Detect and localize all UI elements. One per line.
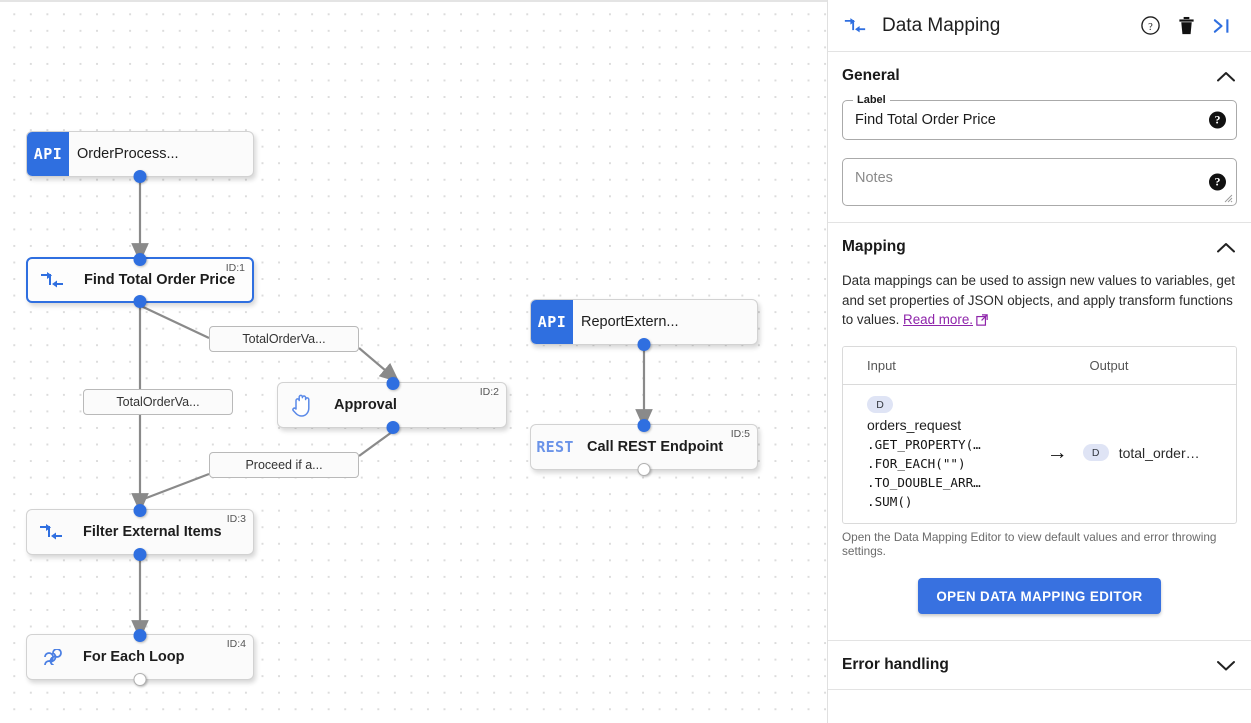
divider bbox=[828, 222, 1251, 223]
notes-placeholder: Notes bbox=[855, 170, 893, 186]
external-link-icon[interactable] bbox=[976, 312, 988, 332]
node-title: Find Total Order Price bbox=[84, 272, 236, 288]
data-mapping-icon bbox=[842, 18, 868, 33]
canvas-top-divider bbox=[0, 0, 827, 2]
data-mapping-icon bbox=[28, 259, 76, 301]
edge-label-proceed-if[interactable]: Proceed if a... bbox=[209, 452, 359, 478]
api-badge-icon: API bbox=[27, 132, 69, 176]
mapping-output-cell: D total_order… bbox=[1082, 395, 1236, 512]
help-circle-icon[interactable]: ? bbox=[1135, 11, 1165, 41]
node-port-bottom[interactable] bbox=[133, 294, 147, 308]
node-title: OrderProcess... bbox=[77, 146, 179, 162]
node-port-top[interactable] bbox=[133, 252, 147, 266]
mapping-arrow-icon: → bbox=[1046, 440, 1068, 464]
hand-approval-icon bbox=[278, 383, 326, 427]
section-error-handling-title: Error handling bbox=[842, 656, 949, 673]
svg-text:?: ? bbox=[1148, 22, 1153, 33]
section-mapping-title: Mapping bbox=[842, 238, 906, 255]
workflow-canvas[interactable]: API OrderProcess... Find Total Order Pri… bbox=[0, 0, 828, 723]
node-id-label: ID:2 bbox=[479, 386, 499, 398]
open-data-mapping-editor-button[interactable]: OPEN DATA MAPPING EDITOR bbox=[918, 578, 1161, 614]
column-header-input: Input bbox=[867, 357, 896, 373]
section-general-header[interactable]: General bbox=[828, 52, 1251, 100]
read-more-link[interactable]: Read more. bbox=[903, 312, 974, 327]
node-call-rest-endpoint[interactable]: REST Call REST Endpoint ID:5 bbox=[530, 418, 758, 476]
node-port-bottom[interactable] bbox=[637, 337, 651, 351]
node-id-label: ID:4 bbox=[226, 638, 246, 650]
input-transform-chain: .GET_PROPERTY(… .FOR_EACH("") .TO_DOUBLE… bbox=[867, 437, 981, 509]
node-title: ReportExtern... bbox=[581, 314, 679, 330]
mapping-body: Data mappings can be used to assign new … bbox=[828, 271, 1251, 614]
node-find-total-order-price[interactable]: Find Total Order Price ID:1 bbox=[26, 252, 254, 308]
label-field[interactable]: Label Find Total Order Price ? bbox=[842, 94, 1237, 140]
rest-badge-icon: REST bbox=[536, 438, 574, 456]
output-variable-name: total_order… bbox=[1118, 444, 1200, 461]
node-report-extern[interactable]: API ReportExtern... bbox=[530, 299, 758, 351]
node-port-bottom[interactable] bbox=[386, 420, 400, 434]
output-type-badge: D bbox=[1082, 444, 1109, 462]
help-tooltip-icon[interactable]: ? bbox=[1209, 111, 1226, 129]
node-port-bottom[interactable] bbox=[133, 547, 147, 561]
mapping-input-cell: D orders_request .GET_PROPERTY(… .FOR_EA… bbox=[843, 395, 1032, 512]
mapping-table-header: Input Output bbox=[843, 346, 1236, 385]
node-port-bottom[interactable] bbox=[133, 672, 147, 686]
node-id-label: ID:5 bbox=[730, 428, 750, 440]
table-row[interactable]: D orders_request .GET_PROPERTY(… .FOR_EA… bbox=[843, 385, 1236, 524]
divider bbox=[828, 640, 1251, 641]
node-title: Call REST Endpoint bbox=[587, 439, 724, 455]
node-filter-external-items[interactable]: Filter External Items ID:3 bbox=[26, 503, 254, 561]
collapse-panel-icon[interactable] bbox=[1207, 11, 1237, 41]
mapping-table: Input Output D orders_request .GET_PROPE… bbox=[842, 345, 1237, 524]
column-header-output: Output bbox=[1089, 357, 1129, 373]
loop-infinity-icon bbox=[27, 635, 75, 679]
section-error-handling-header[interactable]: Error handling bbox=[828, 641, 1251, 689]
node-id-label: ID:1 bbox=[225, 262, 245, 274]
node-id-label: ID:3 bbox=[226, 513, 246, 525]
node-title: For Each Loop bbox=[83, 649, 185, 665]
node-approval[interactable]: Approval ID:2 bbox=[277, 376, 507, 434]
chevron-up-icon[interactable] bbox=[1215, 236, 1237, 258]
chevron-up-icon[interactable] bbox=[1215, 65, 1237, 87]
chevron-down-icon[interactable] bbox=[1215, 654, 1237, 676]
resize-handle-icon[interactable] bbox=[1223, 193, 1233, 203]
help-tooltip-icon[interactable]: ? bbox=[1209, 173, 1226, 191]
panel-title: Data Mapping bbox=[882, 14, 1001, 36]
edge-label-total-order-value-2[interactable]: TotalOrderVa... bbox=[83, 389, 233, 415]
section-mapping-header[interactable]: Mapping bbox=[828, 223, 1251, 271]
edge-connectors bbox=[131, 178, 653, 640]
section-general-title: General bbox=[842, 67, 900, 84]
api-badge-icon: API bbox=[531, 300, 573, 344]
node-port-top[interactable] bbox=[133, 503, 147, 517]
node-port-top[interactable] bbox=[637, 418, 651, 432]
input-variable-name: orders_request bbox=[867, 417, 962, 433]
node-for-each-loop[interactable]: For Each Loop ID:4 bbox=[26, 628, 254, 686]
trash-icon[interactable] bbox=[1171, 11, 1201, 41]
data-mapping-icon bbox=[27, 510, 75, 554]
node-title: Approval bbox=[334, 397, 397, 413]
node-port-bottom[interactable] bbox=[637, 462, 651, 476]
divider bbox=[828, 689, 1251, 690]
mapping-description: Data mappings can be used to assign new … bbox=[842, 271, 1237, 332]
notes-field[interactable]: Notes ? bbox=[842, 158, 1237, 206]
label-field-value: Find Total Order Price bbox=[855, 112, 996, 128]
node-order-process[interactable]: API OrderProcess... bbox=[26, 131, 254, 183]
node-port-top[interactable] bbox=[386, 376, 400, 390]
properties-panel: Data Mapping ? bbox=[828, 0, 1251, 723]
panel-header: Data Mapping ? bbox=[828, 0, 1251, 52]
node-title: Filter External Items bbox=[83, 524, 222, 540]
mapping-hint: Open the Data Mapping Editor to view def… bbox=[842, 530, 1217, 558]
input-type-badge: D bbox=[867, 396, 893, 413]
node-port-bottom[interactable] bbox=[133, 169, 147, 183]
edge-label-total-order-value-1[interactable]: TotalOrderVa... bbox=[209, 326, 359, 352]
general-body: Label Find Total Order Price ? Notes ? bbox=[828, 94, 1251, 222]
node-port-top[interactable] bbox=[133, 628, 147, 642]
label-field-legend: Label bbox=[853, 94, 890, 106]
mapping-description-text: Data mappings can be used to assign new … bbox=[842, 273, 1236, 327]
